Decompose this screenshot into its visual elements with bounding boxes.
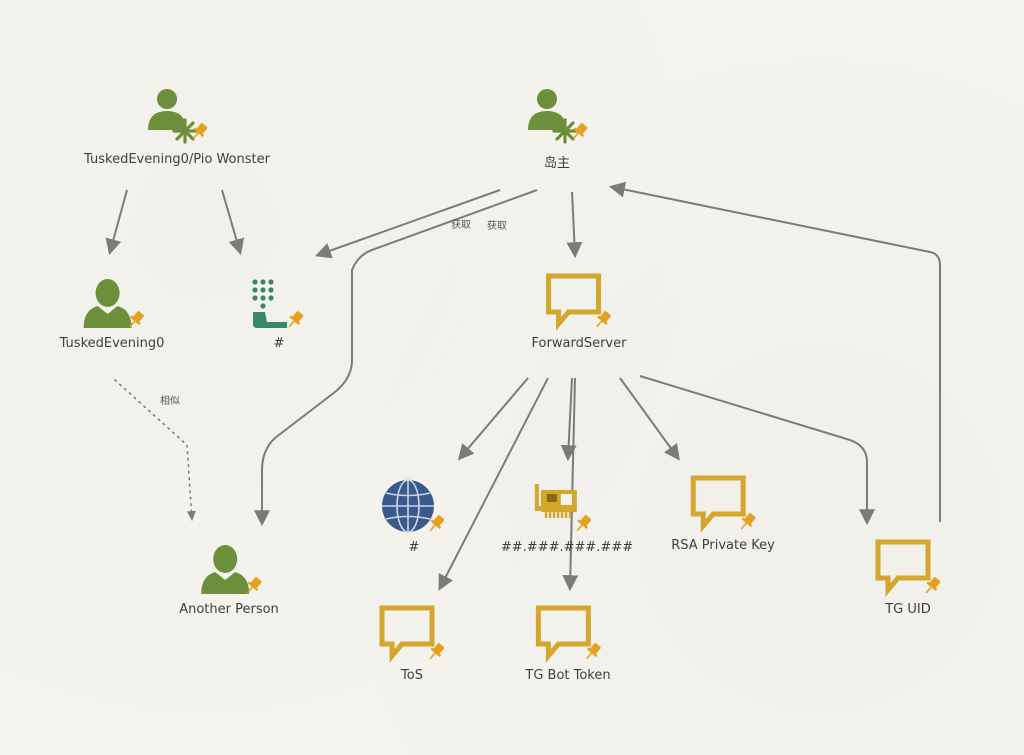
person-group-icon: [147, 89, 208, 144]
edge-group-to-tusked[interactable]: [105, 189, 128, 256]
node-label: Another Person: [179, 602, 279, 617]
pin-icon: [740, 513, 756, 530]
edge-owner-to-forward-server[interactable]: [566, 191, 583, 259]
node-label: ##.###.###.###: [500, 540, 634, 555]
speech-bubble-icon: [690, 475, 756, 533]
person-icon: [84, 279, 145, 328]
globe-icon: [382, 479, 445, 533]
node-rsa-key[interactable]: RSA Private Key: [671, 474, 775, 553]
pin-icon: [429, 643, 445, 660]
node-label: TG Bot Token: [525, 668, 611, 683]
node-another-person[interactable]: Another Person: [179, 542, 279, 617]
edge-server-to-website[interactable]: [457, 377, 529, 461]
edge-owner-to-phone[interactable]: [314, 189, 501, 259]
pin-icon: [585, 643, 601, 660]
edge-server-to-tg-bot-token[interactable]: [562, 377, 579, 592]
pin-icon: [288, 311, 304, 328]
node-phone[interactable]: #: [245, 276, 313, 351]
pin-icon: [129, 311, 145, 328]
edge-server-to-tos[interactable]: [438, 377, 549, 591]
node-label: #: [273, 336, 285, 351]
edge-tg-uid-to-owner[interactable]: [608, 181, 941, 522]
node-island-owner[interactable]: 岛主: [521, 86, 593, 171]
node-label: TG UID: [885, 602, 931, 617]
node-tg-uid[interactable]: TG UID: [872, 538, 944, 617]
pin-icon: [192, 123, 208, 140]
node-label: TuskedEvening0/Pio Wonster: [84, 152, 270, 167]
person-icon: [201, 545, 262, 594]
pin-icon: [429, 515, 445, 532]
pin-icon: [572, 123, 588, 140]
edge-owner-to-another-person[interactable]: [254, 189, 538, 527]
edge-label-obtain-1: 获取: [451, 219, 471, 231]
speech-bubble-icon: [535, 605, 601, 663]
node-tg-bot-token[interactable]: TG Bot Token: [525, 604, 611, 683]
node-label: TuskedEvening0: [59, 336, 165, 351]
node-ip-address[interactable]: ##.###.###.###: [501, 480, 633, 555]
pin-icon: [925, 577, 941, 594]
edge-server-to-rsa-key[interactable]: [619, 377, 680, 461]
node-label: #: [408, 540, 420, 555]
node-tos[interactable]: ToS: [376, 604, 448, 683]
pin-icon: [596, 311, 612, 328]
node-label: ForwardServer: [531, 336, 627, 351]
edge-server-to-tg-uid[interactable]: [639, 375, 875, 526]
edge-tusked-similar-another[interactable]: [114, 379, 196, 522]
node-label: RSA Private Key: [671, 538, 775, 553]
edge-label-similar: 相似: [160, 394, 180, 407]
phone-keypad-icon: [252, 279, 304, 328]
edge-server-to-ip[interactable]: [560, 377, 577, 462]
pin-icon: [576, 515, 592, 532]
node-label: 岛主: [543, 156, 570, 171]
speech-bubble-icon: [379, 605, 445, 663]
node-forward-server[interactable]: ForwardServer: [531, 272, 627, 351]
network-card-icon: [535, 484, 592, 532]
edge-group-to-phone[interactable]: [221, 189, 245, 256]
person-group-icon: [528, 89, 588, 144]
node-owner-group[interactable]: TuskedEvening0/Pio Wonster: [84, 86, 270, 167]
pin-icon: [246, 577, 262, 594]
edge-label-obtain-2: 获取: [487, 220, 507, 232]
node-label: ToS: [401, 668, 423, 683]
node-tusked[interactable]: TuskedEvening0: [59, 276, 165, 351]
node-website[interactable]: #: [380, 476, 448, 555]
speech-bubble-icon: [875, 539, 941, 597]
speech-bubble-icon: [546, 273, 612, 331]
